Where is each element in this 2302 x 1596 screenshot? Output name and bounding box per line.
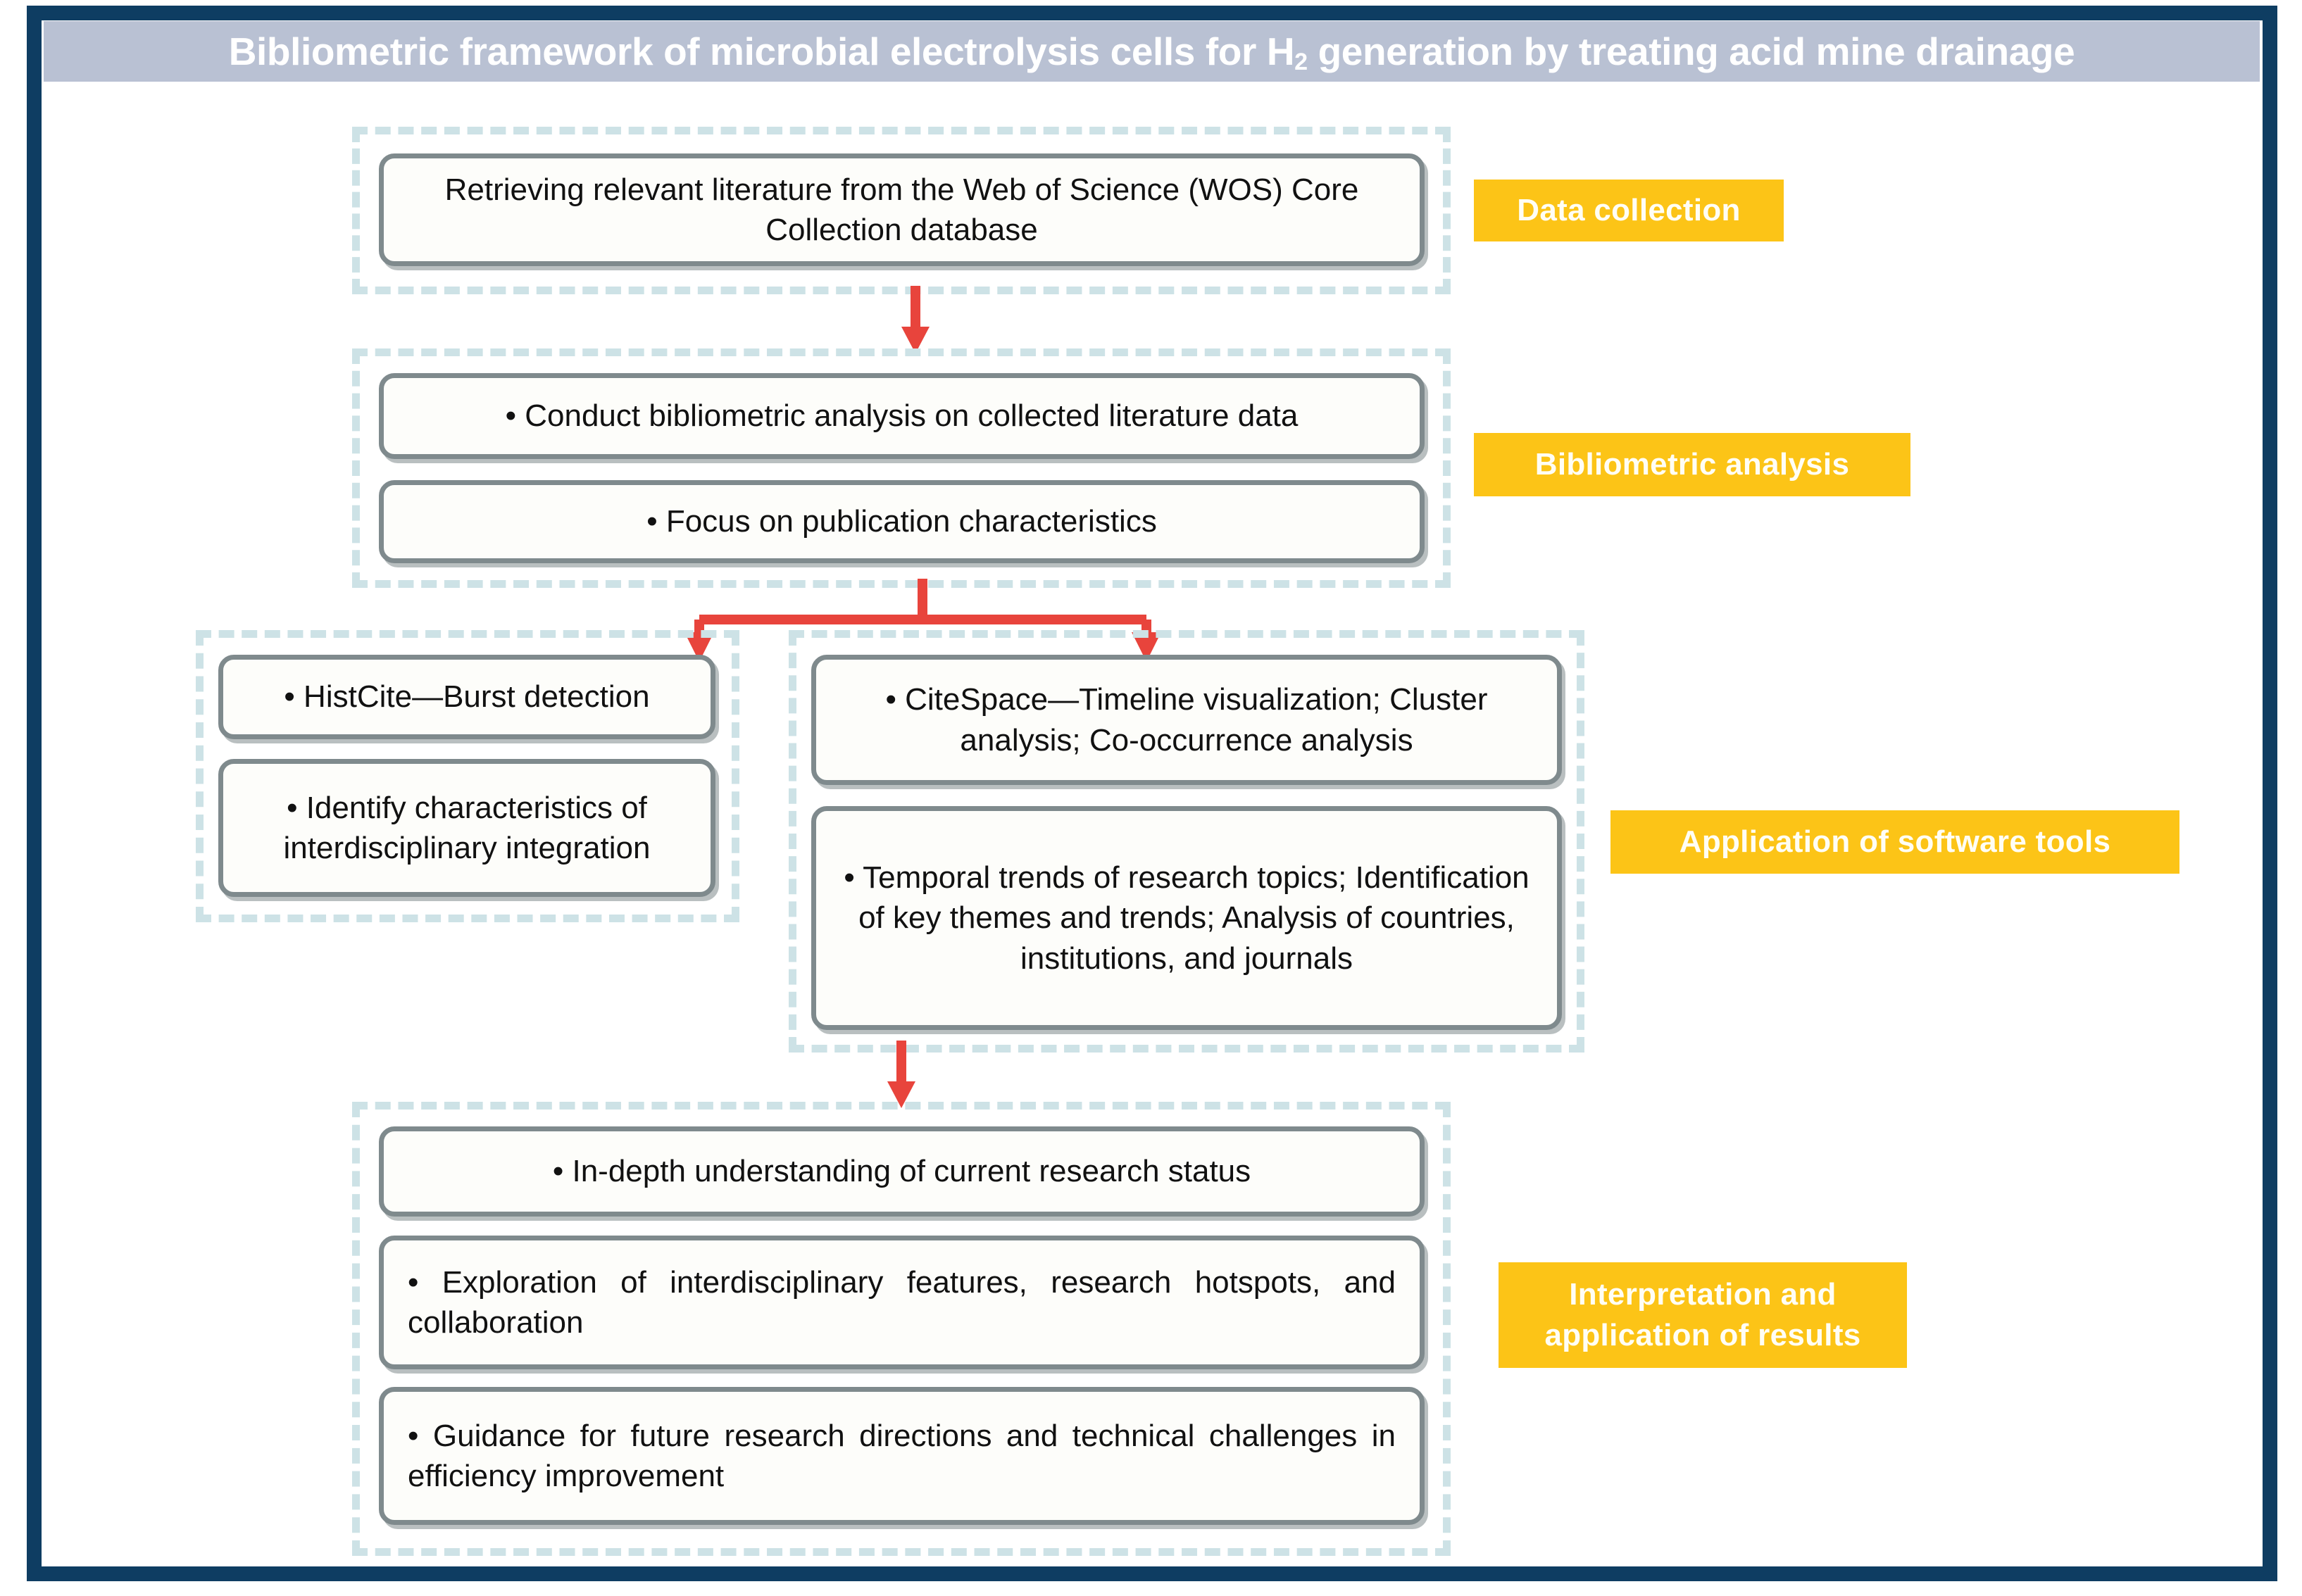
node-citespace-timeline-text: • CiteSpace—Timeline visualization; Clus… xyxy=(885,682,1488,758)
badge-data-collection: Data collection xyxy=(1474,180,1784,241)
node-future-guidance-text: • Guidance for future research direction… xyxy=(408,1418,1396,1493)
node-research-status-text: • In-depth understanding of current rese… xyxy=(552,1154,1251,1189)
node-research-status: • In-depth understanding of current rese… xyxy=(379,1126,1425,1217)
node-publication-characteristics-text: • Focus on publication characteristics xyxy=(646,504,1157,539)
badge-bibliometric-analysis-text: Bibliometric analysis xyxy=(1534,446,1850,482)
node-exploration-features-text: • Exploration of interdisciplinary featu… xyxy=(408,1264,1396,1340)
node-conduct-analysis-text: • Conduct bibliometric analysis on colle… xyxy=(505,398,1299,434)
node-temporal-trends-text: • Temporal trends of research topics; Id… xyxy=(844,860,1530,976)
node-conduct-analysis: • Conduct bibliometric analysis on colle… xyxy=(379,373,1425,459)
badge-data-collection-text: Data collection xyxy=(1517,192,1741,227)
stage-software-tools-right xyxy=(789,630,1584,1053)
figure-title-bar: Bibliometric framework of microbial elec… xyxy=(44,21,2260,82)
figure-title-prefix: Bibliometric framework of microbial elec… xyxy=(228,29,1295,73)
node-histcite-burst-text: • HistCite—Burst detection xyxy=(284,679,650,715)
node-wos-retrieval: Retrieving relevant literature from the … xyxy=(379,153,1425,266)
badge-software-tools-text: Application of software tools xyxy=(1679,824,2111,859)
node-interdisciplinary-integration: • Identify characteristics of interdisci… xyxy=(218,759,715,897)
node-exploration-features: • Exploration of interdisciplinary featu… xyxy=(379,1236,1425,1369)
figure-title-subscript: 2 xyxy=(1294,49,1308,75)
badge-interpretation-text: Interpretation and application of result… xyxy=(1544,1276,1861,1352)
stage-software-tools-left xyxy=(196,630,739,922)
node-future-guidance: • Guidance for future research direction… xyxy=(379,1387,1425,1525)
badge-interpretation: Interpretation and application of result… xyxy=(1499,1262,1907,1368)
badge-software-tools: Application of software tools xyxy=(1610,810,2179,874)
figure-title-suffix: generation by treating acid mine drainag… xyxy=(1307,29,2075,73)
badge-bibliometric-analysis: Bibliometric analysis xyxy=(1474,433,1910,496)
node-temporal-trends: • Temporal trends of research topics; Id… xyxy=(811,806,1562,1030)
node-citespace-timeline: • CiteSpace—Timeline visualization; Clus… xyxy=(811,655,1562,785)
node-wos-retrieval-text: Retrieving relevant literature from the … xyxy=(444,172,1359,247)
stage-bibliometric-analysis xyxy=(352,348,1451,588)
figure-title: Bibliometric framework of microbial elec… xyxy=(228,29,2075,74)
node-interdisciplinary-integration-text: • Identify characteristics of interdisci… xyxy=(283,790,651,865)
node-histcite-burst: • HistCite—Burst detection xyxy=(218,655,715,739)
stage-data-collection xyxy=(352,127,1451,294)
stage-interpretation xyxy=(352,1102,1451,1556)
node-publication-characteristics: • Focus on publication characteristics xyxy=(379,480,1425,563)
